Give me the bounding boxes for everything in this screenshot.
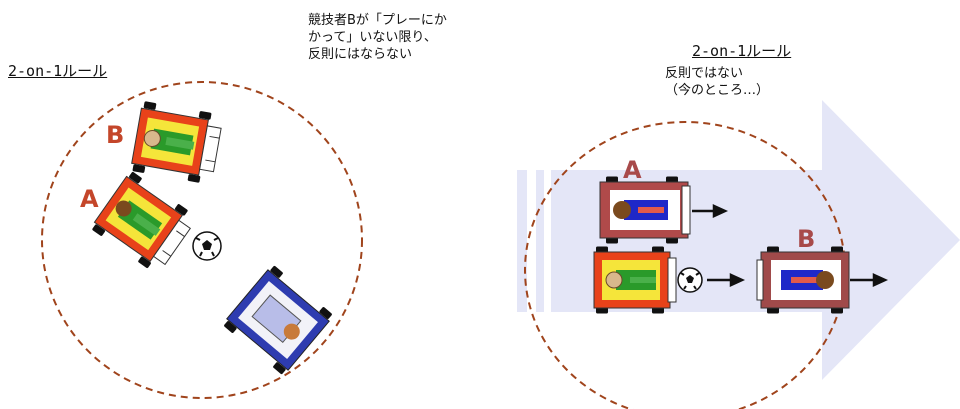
soccer-ball-left xyxy=(192,231,222,261)
big-direction-arrow xyxy=(517,100,960,380)
label-a-left: A xyxy=(80,185,99,213)
robot-a-right xyxy=(599,176,691,244)
robot-blue-left xyxy=(223,265,333,375)
robot-orange-right xyxy=(593,246,677,314)
robot-b-left xyxy=(131,101,222,183)
label-a-right: A xyxy=(623,156,642,184)
left-title: 2-on-1ルール xyxy=(8,62,108,80)
robot-a-left xyxy=(91,171,191,269)
right-note: 反則ではない （今のところ…） xyxy=(665,66,770,98)
label-b-right: B xyxy=(797,225,815,253)
left-note: 競技者Bが「プレーにか かって」いない限り、 反則にはならない xyxy=(308,13,447,62)
label-b-left: B xyxy=(106,121,124,149)
soccer-ball-right xyxy=(677,267,703,293)
zone-circle-left xyxy=(41,81,363,399)
motion-arrows xyxy=(692,204,889,287)
right-title: 2-on-1ルール xyxy=(692,42,792,60)
robot-b-right xyxy=(756,246,850,314)
